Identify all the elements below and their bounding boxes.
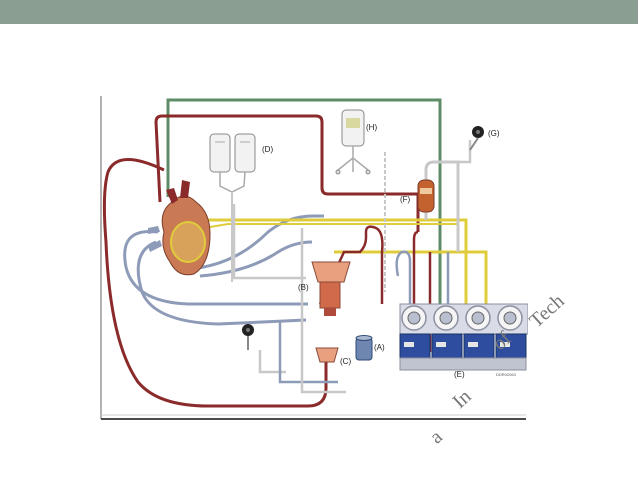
pressure-gauge-left — [242, 324, 254, 350]
pump-loop-line — [397, 252, 410, 304]
label-H: (H) — [366, 123, 377, 132]
arterial-left-loop — [104, 159, 326, 406]
label-G: (G) — [488, 129, 500, 138]
pump-code: DDR02063 — [496, 372, 517, 377]
label-C: (C) — [340, 357, 351, 366]
heart — [148, 180, 210, 275]
tubing-line-2 — [438, 140, 470, 162]
solution-bag-H: (H) — [336, 110, 377, 174]
label-A: (A) — [374, 343, 385, 352]
heat-exchanger-C: (C) — [316, 348, 351, 366]
pump-display-3 — [468, 342, 478, 347]
circuit-svg: (D) (H) (F) (G) — [98, 92, 528, 422]
roller-pump-4 — [498, 306, 522, 330]
label-D: (D) — [262, 145, 273, 154]
pump-display-2 — [436, 342, 446, 347]
tubing-line-4 — [260, 350, 286, 372]
pump-display-1 — [404, 342, 414, 347]
pressure-gauge-G: (G) — [470, 126, 500, 150]
label-E: (E) — [454, 370, 465, 379]
cardioplegia-line-2 — [204, 224, 458, 228]
roller-pump-1 — [402, 306, 426, 330]
bypass-circuit-diagram: (D) (H) (F) (G) — [98, 92, 528, 422]
venous-line-4 — [200, 242, 312, 276]
canister-A: (A) — [356, 336, 385, 361]
pump-footer — [400, 358, 526, 370]
venous-line-2 — [138, 242, 306, 324]
label-F: (F) — [400, 195, 411, 204]
roller-pump-3 — [466, 306, 490, 330]
reservoir-oxygenator-B: (B) — [298, 262, 350, 316]
label-B: (B) — [298, 283, 309, 292]
roller-pump-2 — [434, 306, 458, 330]
header-bar — [0, 0, 638, 24]
